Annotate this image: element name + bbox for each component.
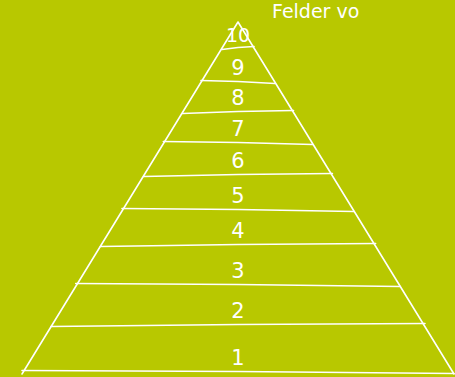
pyramid-band: 2 — [188, 285, 288, 323]
heading-text: Felder vo — [272, 1, 359, 22]
band-number: 6 — [231, 151, 244, 173]
band-divider — [182, 111, 293, 114]
band-number: 10 — [226, 26, 250, 46]
pyramid-band: 3 — [188, 245, 288, 283]
pyramid-band: 6 — [188, 143, 288, 173]
pyramid-band: 4 — [188, 210, 288, 243]
pyramid-band: 10 — [188, 22, 288, 46]
band-divider — [100, 244, 375, 247]
band-number: 7 — [231, 119, 244, 141]
band-number: 2 — [231, 301, 244, 323]
band-divider — [163, 142, 312, 145]
band-number: 4 — [231, 221, 244, 243]
band-divider — [76, 284, 401, 287]
band-number: 3 — [231, 261, 244, 283]
band-divider — [22, 371, 454, 374]
pyramid-side — [22, 22, 454, 374]
pyramid-band: 8 — [188, 82, 288, 110]
band-number: 9 — [231, 58, 244, 80]
band-divider — [201, 81, 275, 84]
pyramid-band: 5 — [188, 175, 288, 208]
pyramid-band: 9 — [188, 48, 288, 80]
pyramid-band: 7 — [188, 112, 288, 141]
band-number: 5 — [231, 186, 244, 208]
band-divider — [222, 47, 254, 50]
band-divider — [144, 174, 333, 177]
band-divider — [122, 209, 354, 212]
band-number: 8 — [231, 88, 244, 110]
band-divider — [51, 324, 425, 327]
pyramid-band: 1 — [188, 325, 288, 370]
band-number: 1 — [231, 348, 244, 370]
